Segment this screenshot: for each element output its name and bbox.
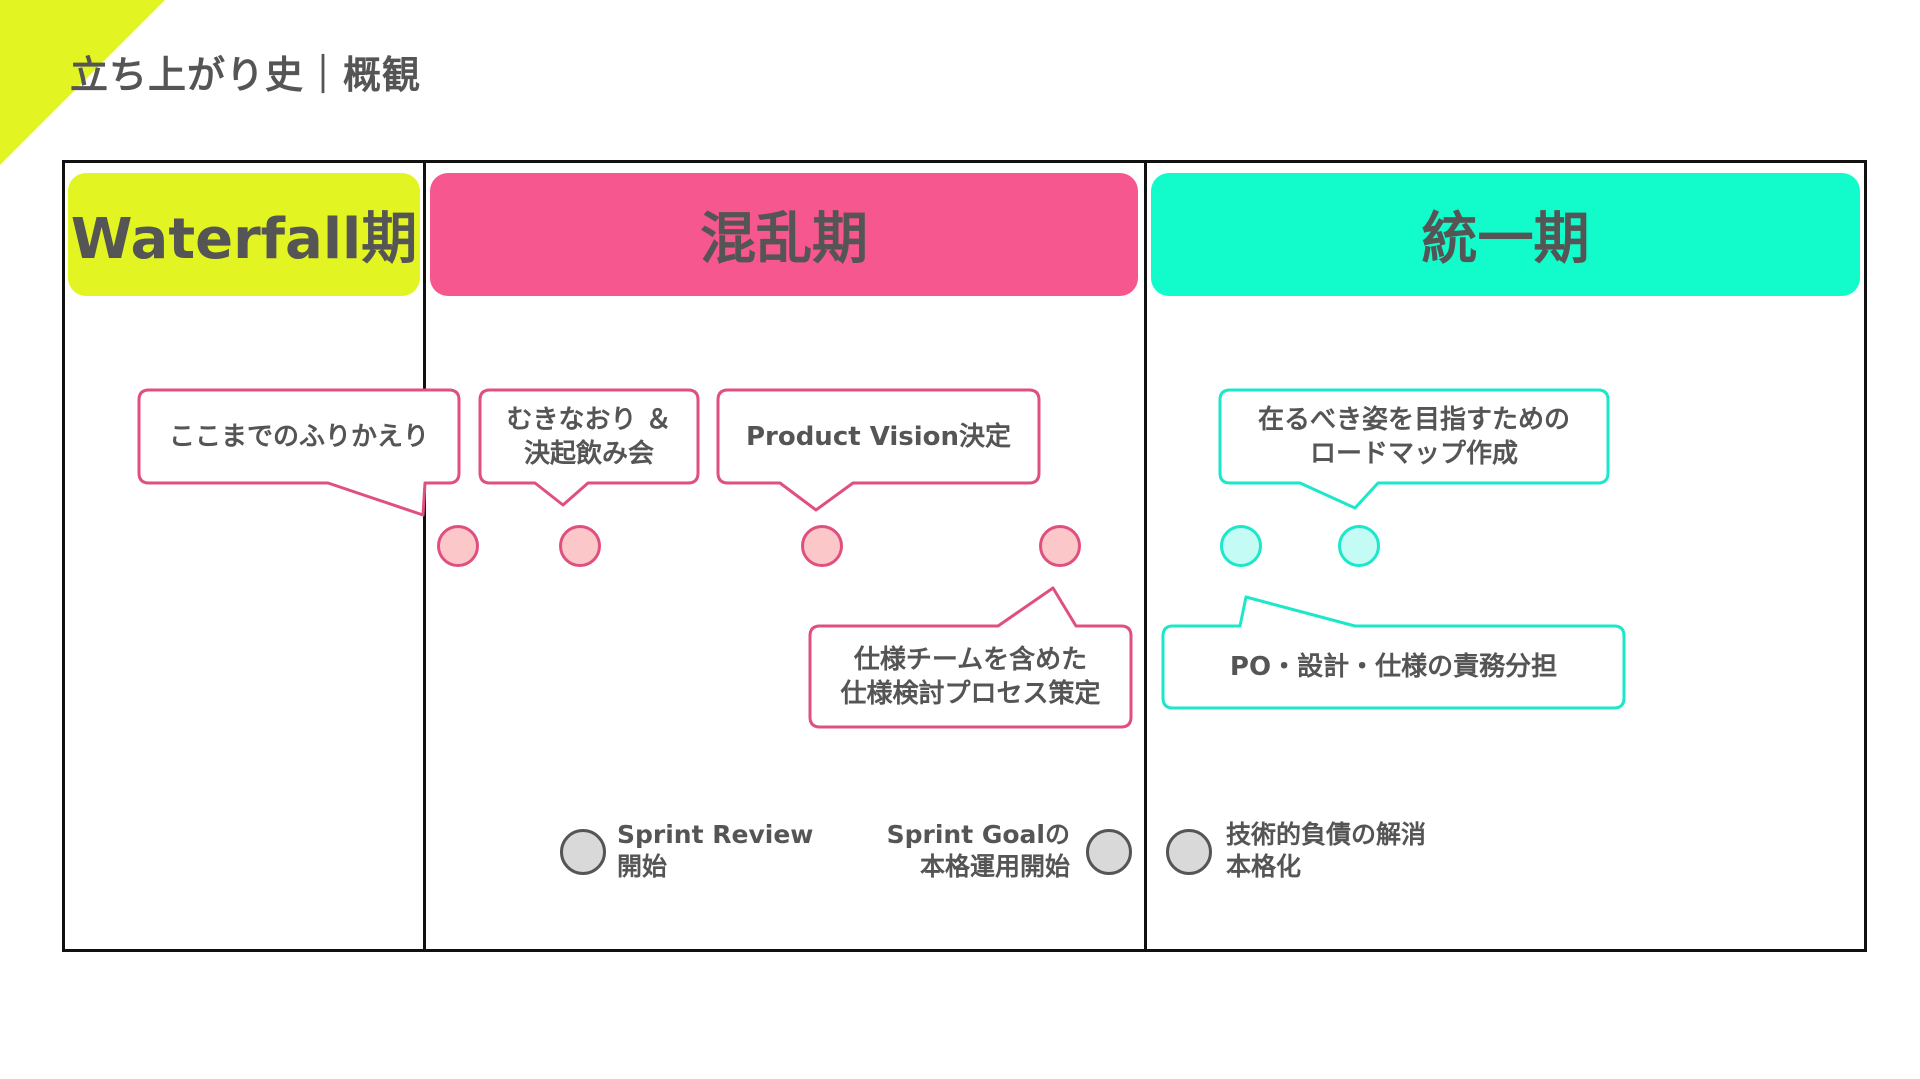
corner-accent-triangle [0,0,165,165]
event-dot-roadmap [1338,525,1380,567]
event-dot-retrospective [437,525,479,567]
callout-bubble-roadmap [1218,388,1610,510]
milestone-dot-sprint-goal [1086,829,1132,875]
timeline-frame [62,160,1867,952]
event-dot-spec-process [1039,525,1081,567]
callout-product-vision: Product Vision決定 [745,421,1012,452]
callout-bubble-responsibility [1161,595,1626,710]
callout-bubble-product-vision [716,388,1041,512]
phase-divider-2 [1144,160,1147,952]
phase-unified: 統一期 [1151,173,1860,296]
callout-retrospective: ここまでのふりかえり [168,421,429,452]
event-dot-product-vision [801,525,843,567]
callout-responsibility: PO・設計・仕様の責務分担 [1229,652,1558,682]
milestone-label-sprint-review: Sprint Review 開始 [617,820,814,881]
event-dot-responsibility [1220,525,1262,567]
event-dot-reorientation [559,525,601,567]
phase-confusion: 混乱期 [430,173,1138,296]
slide-title: 立ち上がり史｜概観 [70,53,422,97]
callout-roadmap: 在るべき姿を目指すための ロードマップ作成 [1257,404,1570,469]
milestone-dot-tech-debt [1166,829,1212,875]
milestone-dot-sprint-review [560,829,606,875]
milestone-label-sprint-goal: Sprint Goalの 本格運用開始 [886,820,1070,881]
callout-bubble-reorientation [478,388,700,507]
phase-waterfall: Waterfall期 [68,173,420,296]
callout-bubble-spec-process [808,586,1133,729]
milestone-label-tech-debt: 技術的負債の解消 本格化 [1226,820,1427,881]
callout-bubble-retrospective [137,388,461,517]
callout-reorientation: むきなおり ＆ 決起飲み会 [506,404,672,469]
callout-spec-process: 仕様チームを含めた 仕様検討プロセス策定 [840,644,1101,709]
phase-divider-1 [423,160,426,952]
